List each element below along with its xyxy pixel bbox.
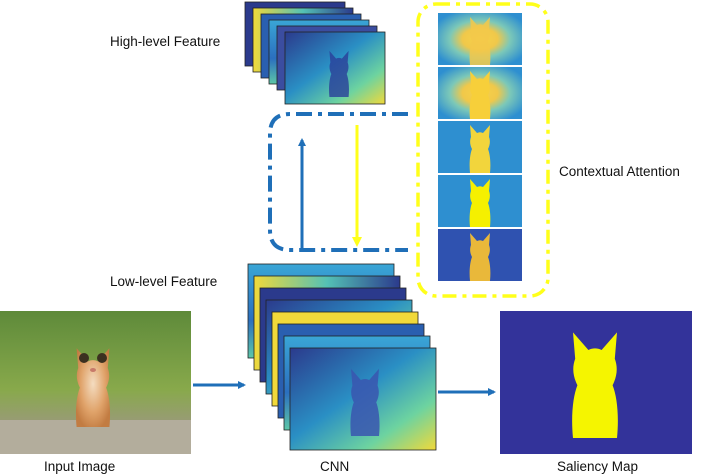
high-level-feature-stack	[244, 1, 386, 105]
input-image-label: Input Image	[44, 459, 116, 474]
cnn-label: CNN	[320, 459, 350, 474]
low-level-feature-label: Low-level Feature	[110, 274, 218, 289]
contextual-attention-label: Contextual Attention	[559, 164, 680, 179]
attention-map-stack	[438, 13, 522, 281]
context-bracket	[268, 112, 408, 252]
input-kitten-photo	[0, 311, 191, 454]
low-level-feature-stack	[247, 263, 437, 451]
attention-frame	[416, 2, 550, 298]
high-level-feature-label: High-level Feature	[110, 34, 221, 49]
saliency-map-label: Saliency Map	[557, 459, 639, 474]
saliency-map-output	[500, 311, 692, 454]
